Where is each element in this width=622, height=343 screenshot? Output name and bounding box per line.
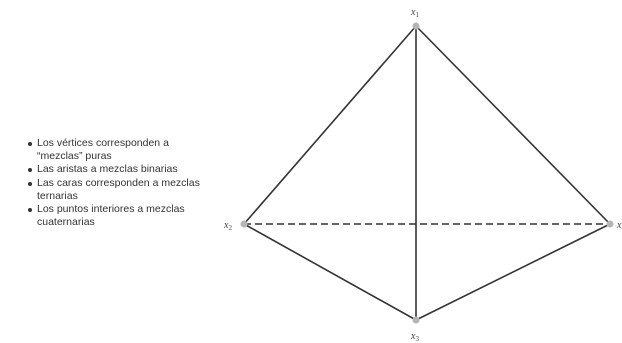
bullet-item: Los puntos interiores a mezclas cuaterna… [28,203,213,229]
edge-x3-x4 [415,223,611,321]
vertex-x1 [412,22,420,30]
bullet-item: Las caras corresponden a mezclas ternari… [28,177,213,203]
vertex-x2 [240,220,248,228]
vertex-label-x3: x3 [410,331,419,343]
edge-x1-x2 [243,25,417,225]
edge-x1-x4 [415,25,611,225]
vertex-label-x1: x1 [410,7,419,19]
vertex-x3 [412,316,420,324]
vertex-x4 [606,220,614,228]
bullet-list: Los vértices corresponden a “mezclas” pu… [28,137,213,229]
bullet-item: Las aristas a mezclas binarias [28,163,213,176]
vertex-label-x4: x4 [616,220,622,232]
edge-x2-x3 [243,223,417,321]
vertex-label-x2: x2 [223,220,232,232]
bullet-item: Los vértices corresponden a “mezclas” pu… [28,137,213,163]
